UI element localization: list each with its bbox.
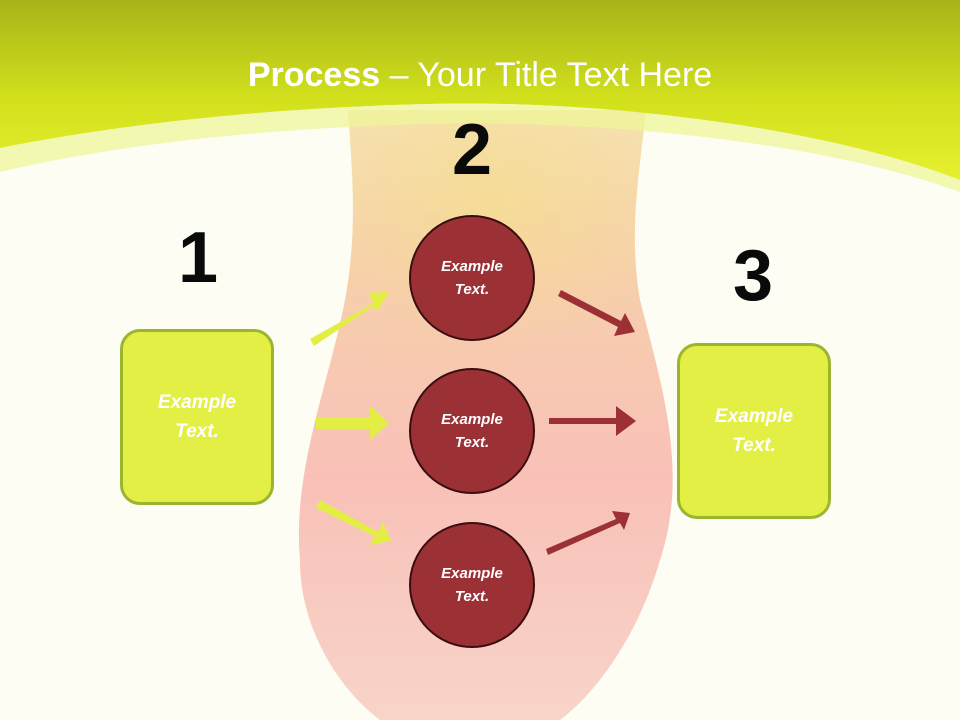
step-number-1: 1 [177,218,219,298]
header-swoosh [0,103,960,192]
circle-bottom-text: Example Text. [441,565,503,605]
left-box-text: Example Text. [157,392,237,442]
right-box-text: Example Text. [714,406,794,456]
circle-middle: Example Text. [409,368,535,494]
right-box: Example Text. [677,343,831,519]
circle-middle-text: Example Text. [441,411,503,451]
step-number-2: 2 [451,110,493,190]
title-rest: – Your Title Text Here [380,56,713,94]
slide-title: Process – Your Title Text Here [0,52,960,98]
circle-bottom: Example Text. [409,522,535,648]
circle-top-text: Example Text. [441,258,503,298]
header-band [0,0,960,180]
step-number-3: 3 [732,236,774,316]
title-bold: Process [247,56,381,94]
left-box: Example Text. [120,329,274,505]
circle-top: Example Text. [409,215,535,341]
